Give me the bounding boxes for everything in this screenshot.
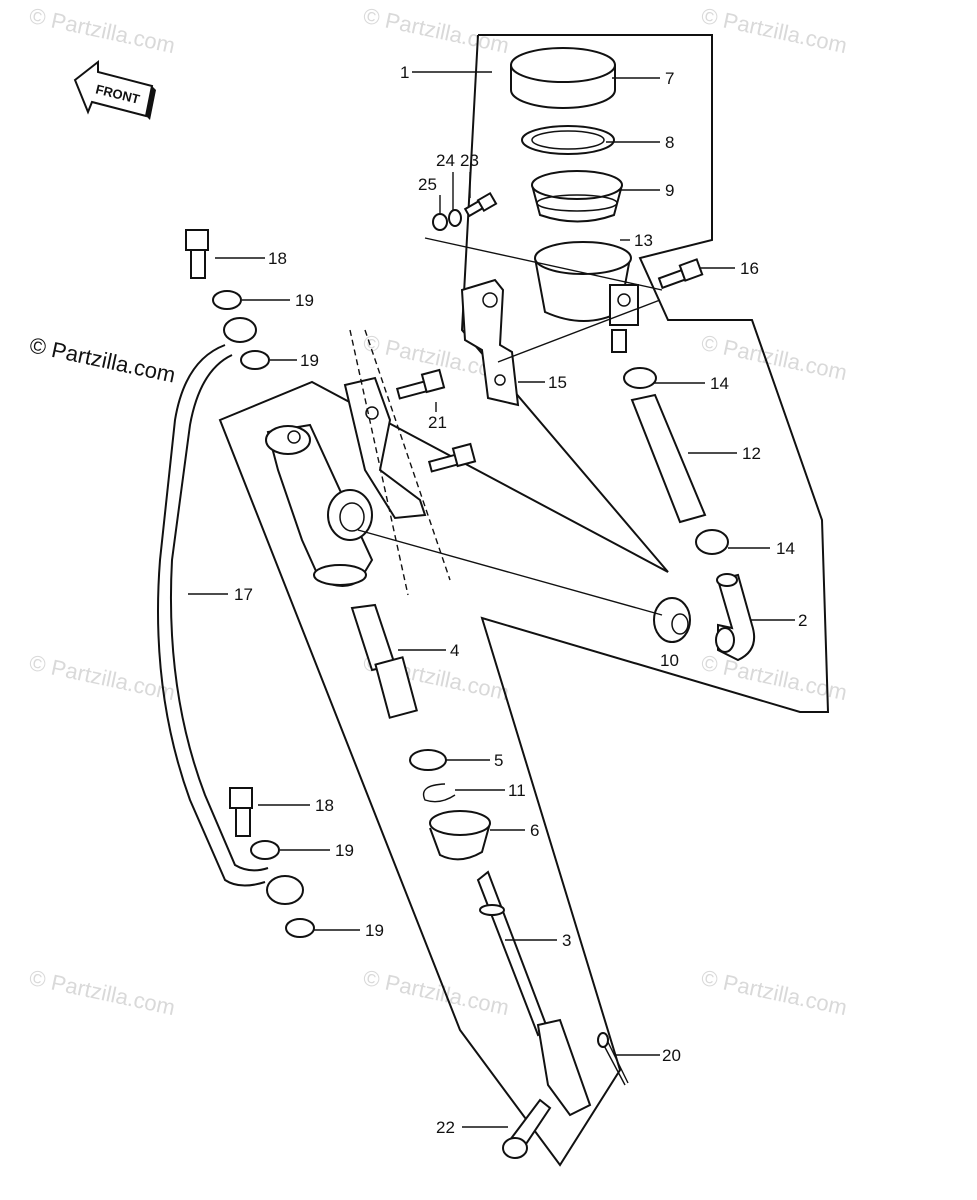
- copper-washer: [212, 290, 315, 938]
- bolt-23: [463, 191, 498, 218]
- cotter-pin: [597, 1032, 629, 1086]
- callout-3: 3: [562, 931, 571, 950]
- reservoir-ring: [521, 125, 615, 155]
- callout-15: 15: [548, 373, 567, 392]
- nut-25: [432, 213, 448, 231]
- reservoir: [534, 241, 639, 353]
- callout-24: 24: [436, 151, 455, 170]
- callout-12: 12: [742, 444, 761, 463]
- callout-8: 8: [665, 133, 674, 152]
- callout-19: 19: [335, 841, 354, 860]
- callout-23: 23: [460, 151, 479, 170]
- banjo-bolt: [185, 229, 253, 837]
- elbow-fitting: [715, 573, 756, 662]
- callout-19: 19: [295, 291, 314, 310]
- callout-17: 17: [234, 585, 253, 604]
- diaphragm: [531, 170, 623, 223]
- callout-4: 4: [450, 641, 459, 660]
- callout-19: 19: [300, 351, 319, 370]
- bolt-16: [657, 258, 704, 290]
- callout-18: 18: [268, 249, 287, 268]
- callout-14: 14: [776, 539, 795, 558]
- leader-lines: [188, 71, 795, 1128]
- reservoir-hose: [630, 393, 707, 524]
- callout-13: 13: [634, 231, 653, 250]
- callout-20: 20: [662, 1046, 681, 1065]
- callout-10: 10: [660, 651, 679, 670]
- brake-hose: [157, 317, 304, 905]
- master-cylinder-body: [265, 423, 374, 587]
- rubber-boot: [429, 810, 491, 861]
- callout-19: 19: [365, 921, 384, 940]
- callout-25: 25: [418, 175, 437, 194]
- front-arrow-icon: FRONT: [73, 59, 156, 120]
- callout-5: 5: [494, 751, 503, 770]
- callout-16: 16: [740, 259, 759, 278]
- callout-7: 7: [665, 69, 674, 88]
- callout-22: 22: [436, 1118, 455, 1137]
- callout-1: 1: [400, 63, 409, 82]
- mounting-plate: [343, 376, 427, 520]
- washer-24: [448, 209, 462, 227]
- bolt-21: [395, 368, 477, 473]
- callouts: 1 7 8 9 13 16 24 23 25 14 15 21 12 14 2 …: [234, 63, 807, 1137]
- callout-9: 9: [665, 181, 674, 200]
- push-rod: [476, 870, 592, 1117]
- callout-11: 11: [508, 781, 526, 800]
- reservoir-bracket: [460, 278, 520, 407]
- reservoir-cap: [510, 47, 616, 109]
- washer-5: [409, 749, 447, 771]
- callout-6: 6: [530, 821, 539, 840]
- callout-2: 2: [798, 611, 807, 630]
- circlip: [422, 783, 456, 803]
- piston-spring: [350, 603, 418, 719]
- alignment-lines: [349, 237, 663, 616]
- grommet: [653, 597, 691, 643]
- callout-21: 21: [428, 413, 447, 432]
- clevis-pin: [502, 1098, 552, 1159]
- hose-clamp: [623, 367, 729, 555]
- callout-14: 14: [710, 374, 729, 393]
- callout-18: 18: [315, 796, 334, 815]
